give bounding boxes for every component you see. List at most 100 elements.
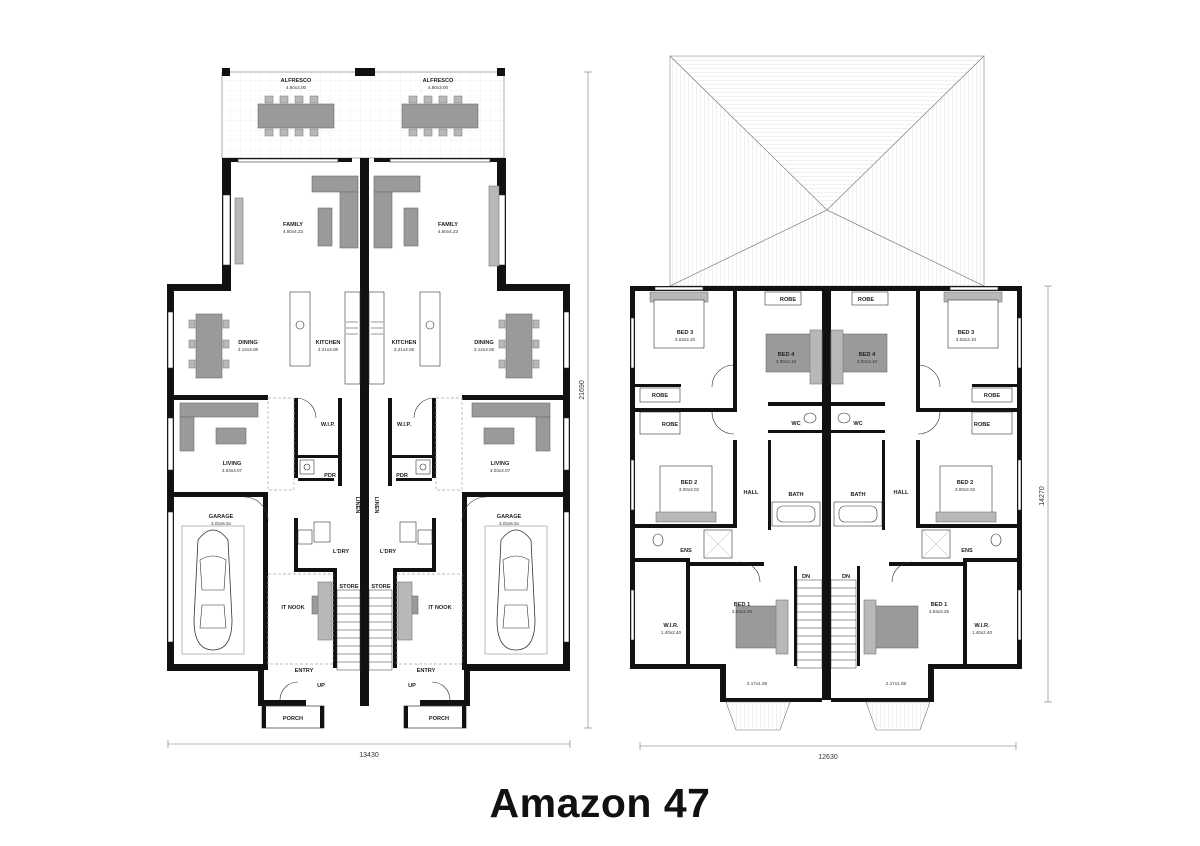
- bay-right-size: 2.17x1.08: [886, 681, 907, 686]
- wir-right-size: 1.40x2.40: [972, 630, 993, 635]
- family-right-label: FAMILY: [438, 222, 458, 228]
- dining-table-right: [498, 313, 540, 379]
- kitchen-right-label: KITCHEN: [392, 340, 417, 346]
- alfresco-right-label: ALFRESCO: [423, 78, 454, 84]
- bed3-right-size: 3.03x3.10: [956, 337, 977, 342]
- robe-top-left-label: ROBE: [780, 297, 796, 303]
- bed1-right-bed: [871, 605, 919, 649]
- bed2-right-size: 3.00x3.02: [955, 487, 976, 492]
- dn-left-label: DN: [802, 574, 810, 580]
- robe-b-right-label: ROBE: [974, 422, 990, 428]
- porch-left-label: PORCH: [283, 716, 303, 722]
- bed1-right-size: 3.53x3.26: [929, 609, 950, 614]
- wir-left-label: W.I.R.: [663, 623, 679, 629]
- ground-width-dimension: 13430: [359, 752, 379, 759]
- pdr-left-label: PDR: [324, 473, 336, 479]
- wip-left-label: W.I.P.: [321, 422, 336, 428]
- tv-unit-right: [488, 185, 500, 267]
- up-right-label: UP: [408, 683, 416, 689]
- family-sofa-left: [311, 175, 359, 249]
- bed1-left-label: BED 1: [734, 602, 750, 608]
- bathtub-right: [833, 501, 883, 527]
- ldry-right-label: L'DRY: [380, 549, 397, 555]
- porch-right-label: PORCH: [429, 716, 449, 722]
- wc-right-label: WC: [853, 421, 862, 427]
- bed2-right-furniture: [935, 465, 997, 523]
- roof-outline: [669, 55, 985, 287]
- bed2-right-label: BED 2: [957, 480, 973, 486]
- kitchen-island-right: [419, 291, 441, 367]
- ens-right-label: ENS: [961, 548, 973, 554]
- first-width-dimension: 12630: [818, 754, 838, 761]
- dining-right-label: DINING: [474, 340, 494, 346]
- bed4-right-size: 3.00x3.10: [857, 359, 878, 364]
- bed1-right-label: BED 1: [931, 602, 947, 608]
- ground-floor-plan: ALFRESCO 4.80x3.00 ALFRESCO 4.80x3.00 FA…: [167, 68, 592, 759]
- living-left-label: LIVING: [223, 461, 242, 467]
- bed4-right-label: BED 4: [859, 352, 876, 358]
- family-right-size: 4.50x4.23: [438, 229, 459, 234]
- bath-left-label: BATH: [788, 492, 803, 498]
- bed3-right-furniture: [943, 291, 1003, 349]
- kitchen-bench-right: [368, 291, 385, 385]
- bed3-left-label: BED 3: [677, 330, 693, 336]
- alfresco-left-label: ALFRESCO: [281, 78, 312, 84]
- ens-left-label: ENS: [680, 548, 692, 554]
- car-right: [484, 525, 548, 655]
- family-left-label: FAMILY: [283, 222, 303, 228]
- robe-top-right-label: ROBE: [858, 297, 874, 303]
- kitchen-bench-left: [344, 291, 361, 385]
- kitchen-island-left: [289, 291, 311, 367]
- bed3-right-label: BED 3: [958, 330, 974, 336]
- up-left-label: UP: [317, 683, 325, 689]
- ldry-left-label: L'DRY: [333, 549, 350, 555]
- alfresco-table-right: [401, 95, 479, 137]
- car-left: [181, 525, 245, 655]
- bath-right-label: BATH: [850, 492, 865, 498]
- living-sofa-left: [179, 402, 259, 452]
- living-right-size: 3.03x3.07: [490, 468, 511, 473]
- bed2-left-size: 3.00x3.02: [679, 487, 700, 492]
- robe-b-left-label: ROBE: [662, 422, 678, 428]
- kitchen-right-size: 3.21x3.06: [394, 347, 415, 352]
- pdr-right-label: PDR: [396, 473, 408, 479]
- linen-right-label: LINEN: [373, 497, 379, 514]
- garage-right-label: GARAGE: [497, 514, 522, 520]
- kitchen-left-label: KITCHEN: [316, 340, 341, 346]
- first-depth-dimension: 14270: [1039, 486, 1046, 506]
- dining-left-label: DINING: [238, 340, 258, 346]
- bed4-left-label: BED 4: [778, 352, 795, 358]
- bed2-left-label: BED 2: [681, 480, 697, 486]
- robe-a-left-label: ROBE: [652, 393, 668, 399]
- itnook-left-label: IT NOOK: [281, 605, 304, 611]
- store-right-label: STORE: [371, 584, 390, 590]
- bed3-left-furniture: [649, 291, 709, 349]
- entry-right-label: ENTRY: [417, 668, 436, 674]
- garage-right-size: 3.02x6.5x: [499, 521, 520, 526]
- wip-right-label: W.I.P.: [397, 422, 412, 428]
- stairs-ground: [336, 589, 393, 671]
- living-left-size: 3.03x3.07: [222, 468, 243, 473]
- kitchen-left-size: 3.21x3.06: [318, 347, 339, 352]
- itnook-right-label: IT NOOK: [428, 605, 451, 611]
- dn-right-label: DN: [842, 574, 850, 580]
- dining-left-size: 3.12x3.06: [238, 347, 259, 352]
- garage-left-size: 3.02x6.5x: [211, 521, 232, 526]
- living-right-label: LIVING: [491, 461, 510, 467]
- alfresco-left-size: 4.80x3.00: [286, 85, 307, 90]
- alfresco-table-left: [257, 95, 335, 137]
- entry-left-label: ENTRY: [295, 668, 314, 674]
- bathtub-left: [771, 501, 821, 527]
- alfresco-right-size: 4.80x3.00: [428, 85, 449, 90]
- living-sofa-right: [471, 402, 551, 452]
- hall-left-label: HALL: [744, 490, 759, 496]
- hall-right-label: HALL: [894, 490, 909, 496]
- family-left-size: 4.50x4.23: [283, 229, 304, 234]
- dining-table-left: [188, 313, 230, 379]
- wir-right-label: W.I.R.: [974, 623, 990, 629]
- bed2-left-furniture: [655, 465, 717, 523]
- linen-left-label: LINEN: [354, 497, 360, 514]
- robe-a-right-label: ROBE: [984, 393, 1000, 399]
- garage-left-label: GARAGE: [209, 514, 234, 520]
